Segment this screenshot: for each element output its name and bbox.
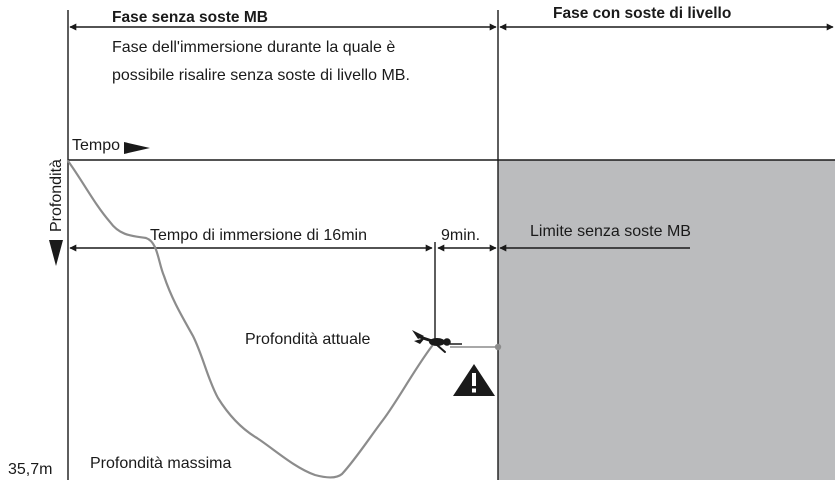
remaining-time-label: 9min. <box>441 227 480 244</box>
current-depth-label: Profondità attuale <box>245 331 371 348</box>
time-axis-label: Tempo <box>72 137 120 154</box>
depth-arrow-icon <box>49 240 63 266</box>
limit-point <box>494 343 502 351</box>
no-stop-limit-label: Limite senza soste MB <box>530 223 691 240</box>
warning-triangle-icon <box>453 364 495 396</box>
diver-icon <box>412 330 462 353</box>
dive-time-label: Tempo di immersione di 16min <box>150 227 367 244</box>
max-depth-value: 35,7m <box>8 461 52 478</box>
dive-profile-line <box>66 159 434 479</box>
stop-phase-heading: Fase con soste di livello <box>553 5 731 22</box>
max-depth-label: Profondità massima <box>90 455 231 472</box>
stop-phase-region <box>498 160 835 480</box>
time-arrow-icon <box>124 142 150 154</box>
description-line-2: possibile risalire senza soste di livell… <box>112 67 410 84</box>
no-stop-phase-heading: Fase senza soste MB <box>112 9 268 26</box>
depth-axis-label: Profondità <box>48 159 65 232</box>
description-line-1: Fase dell'immersione durante la quale è <box>112 39 395 56</box>
